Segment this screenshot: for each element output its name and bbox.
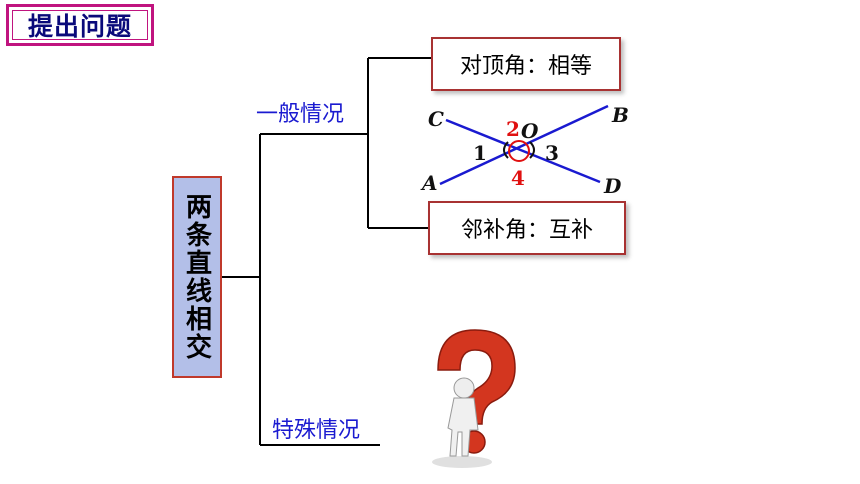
angle-4-label: 4: [511, 166, 525, 190]
angle-3-label: 3: [545, 141, 559, 165]
main-topic-box: 两条直线相交: [172, 176, 222, 378]
line-cd: [445, 118, 601, 184]
angle-2-4-circle: [508, 140, 530, 162]
angle-2-label: 2: [506, 117, 520, 141]
question-mark-figure-icon: [432, 329, 516, 468]
angle-1-arc: [503, 141, 509, 159]
main-topic-text: 两条直线相交: [181, 193, 212, 361]
page-title: 提出问题: [12, 10, 148, 41]
title-box: 提出问题: [6, 4, 154, 46]
point-d-label: D: [603, 174, 622, 198]
angle-3-arc: [529, 141, 535, 159]
angle-1-label: 1: [473, 141, 487, 165]
branch-special-label: 特殊情况: [272, 418, 361, 443]
adjacent-angles-text: 邻补角：互补: [460, 218, 593, 243]
line-ab: [439, 104, 609, 186]
point-b-label: B: [611, 103, 629, 127]
point-a-label: A: [420, 171, 438, 195]
intersecting-lines-figure: C B A D O 1 2 3 4: [420, 103, 629, 198]
vertical-angles-text: 对顶角：相等: [459, 54, 592, 79]
branch-general-label: 一般情况: [256, 102, 345, 127]
point-c-label: C: [428, 107, 444, 131]
point-o-label: O: [521, 119, 539, 143]
vertical-angles-box: 对顶角：相等: [431, 37, 621, 91]
adjacent-angles-box: 邻补角：互补: [428, 201, 626, 255]
